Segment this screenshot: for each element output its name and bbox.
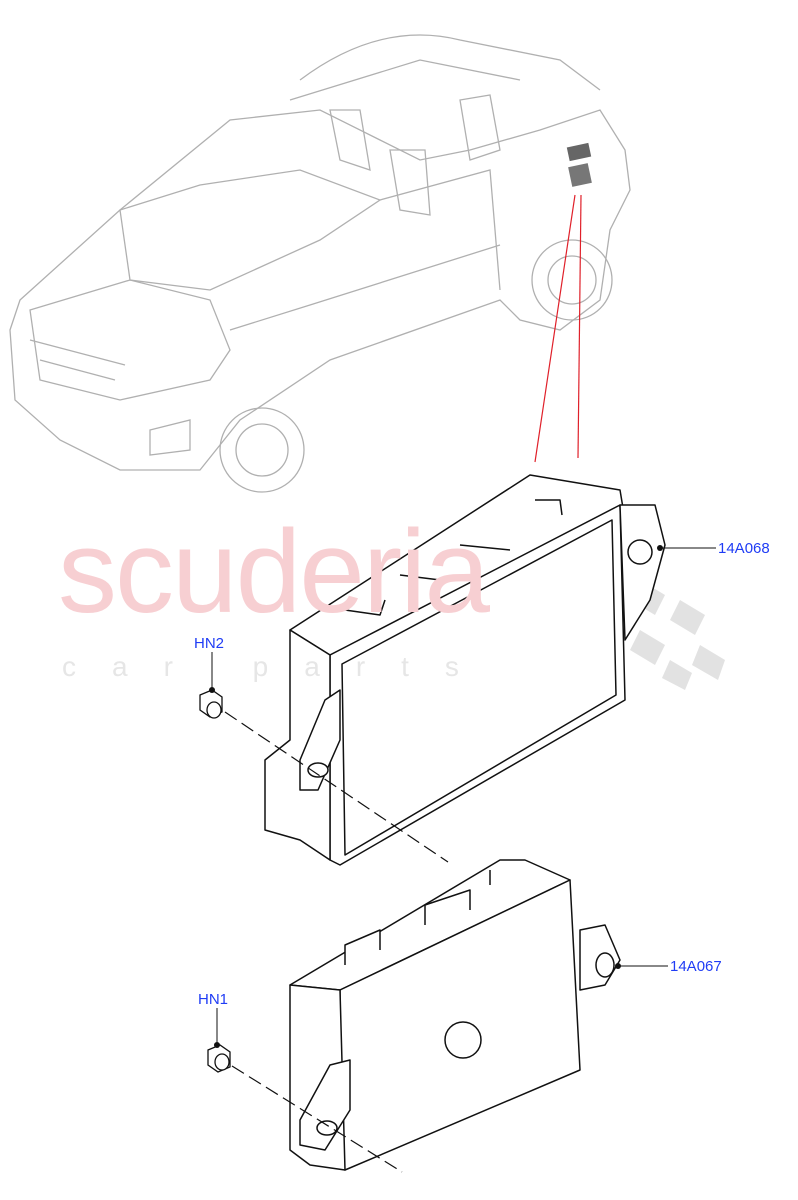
callout-14A067[interactable]: 14A067: [670, 958, 722, 975]
module-location-marker: [566, 142, 592, 187]
callout-14A068[interactable]: 14A068: [718, 540, 770, 557]
nut-HN2-drawing: [199, 689, 223, 719]
module-14A068-drawing: [264, 474, 666, 866]
callout-HN1[interactable]: HN1: [198, 991, 229, 1008]
vehicle-outline: [9, 34, 631, 493]
module-14A067-drawing: [289, 859, 621, 1171]
assembly-axis-upper: [224, 711, 449, 863]
leader-line-red-1: [534, 194, 576, 463]
callout-HN2[interactable]: HN2: [194, 635, 225, 652]
watermark-sub: car parts: [62, 651, 495, 682]
leader-line-red-2: [577, 194, 582, 459]
nut-HN1-drawing: [207, 1044, 231, 1073]
watermark-brand: scuderia: [58, 506, 490, 638]
assembly-axis-lower: [231, 1065, 403, 1173]
